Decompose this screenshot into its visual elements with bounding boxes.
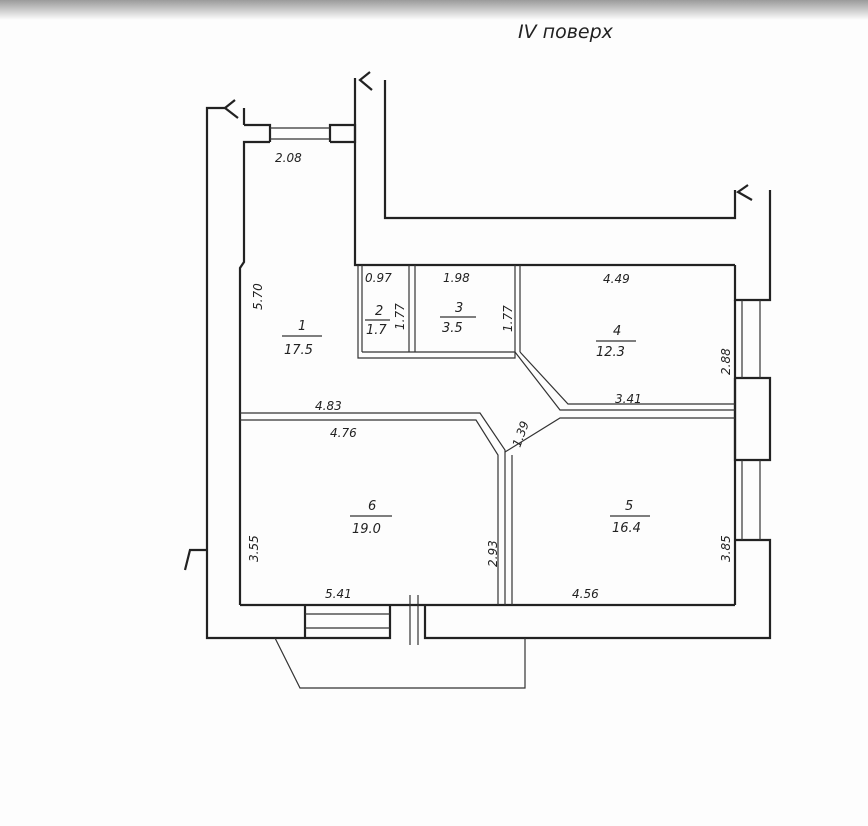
svg-text:12.3: 12.3	[596, 345, 625, 360]
svg-text:1.77: 1.77	[501, 305, 515, 332]
walls	[183, 71, 772, 689]
svg-text:17.5: 17.5	[284, 343, 313, 358]
svg-text:2.93: 2.93	[486, 540, 500, 567]
svg-text:4.56: 4.56	[572, 587, 599, 601]
svg-text:5: 5	[625, 499, 633, 514]
svg-text:4.83: 4.83	[315, 399, 342, 413]
room-4-label: 412.3	[596, 324, 636, 360]
svg-text:3: 3	[455, 301, 463, 316]
svg-text:19.0: 19.0	[352, 522, 381, 537]
svg-text:2.08: 2.08	[275, 151, 302, 165]
room-labels: 117.5 21.7 33.5 412.3 516.4 619.0	[282, 301, 650, 537]
room-2-label: 21.7	[365, 304, 390, 338]
svg-text:4.49: 4.49	[603, 272, 630, 286]
room-6-label: 619.0	[350, 499, 392, 537]
window-top-shadow	[0, 0, 868, 20]
svg-text:2.88: 2.88	[719, 348, 733, 375]
svg-text:4: 4	[613, 324, 621, 339]
svg-text:4.76: 4.76	[330, 426, 357, 440]
svg-text:6: 6	[368, 499, 376, 514]
svg-text:0.97: 0.97	[365, 271, 392, 285]
svg-text:3.55: 3.55	[247, 535, 261, 562]
svg-text:3.41: 3.41	[615, 392, 642, 406]
svg-text:1.39: 1.39	[510, 419, 532, 449]
svg-text:5.70: 5.70	[251, 283, 265, 310]
floor-title: IV поверх	[518, 21, 614, 43]
room-1-label: 117.5	[282, 319, 322, 358]
room-3-label: 33.5	[440, 301, 476, 336]
svg-text:16.4: 16.4	[612, 521, 641, 536]
svg-text:1.77: 1.77	[393, 303, 407, 330]
svg-text:1.7: 1.7	[366, 323, 387, 338]
dimensions: 2.08 5.70 4.83 0.97 1.77 1.98 1.77 4.49 …	[247, 151, 733, 601]
svg-text:5.41: 5.41	[325, 587, 352, 601]
svg-text:2: 2	[375, 304, 383, 319]
room-5-label: 516.4	[610, 499, 650, 536]
svg-text:1: 1	[298, 319, 306, 334]
svg-text:3.5: 3.5	[442, 321, 463, 336]
svg-text:1.98: 1.98	[443, 271, 470, 285]
svg-text:3.85: 3.85	[719, 535, 733, 562]
